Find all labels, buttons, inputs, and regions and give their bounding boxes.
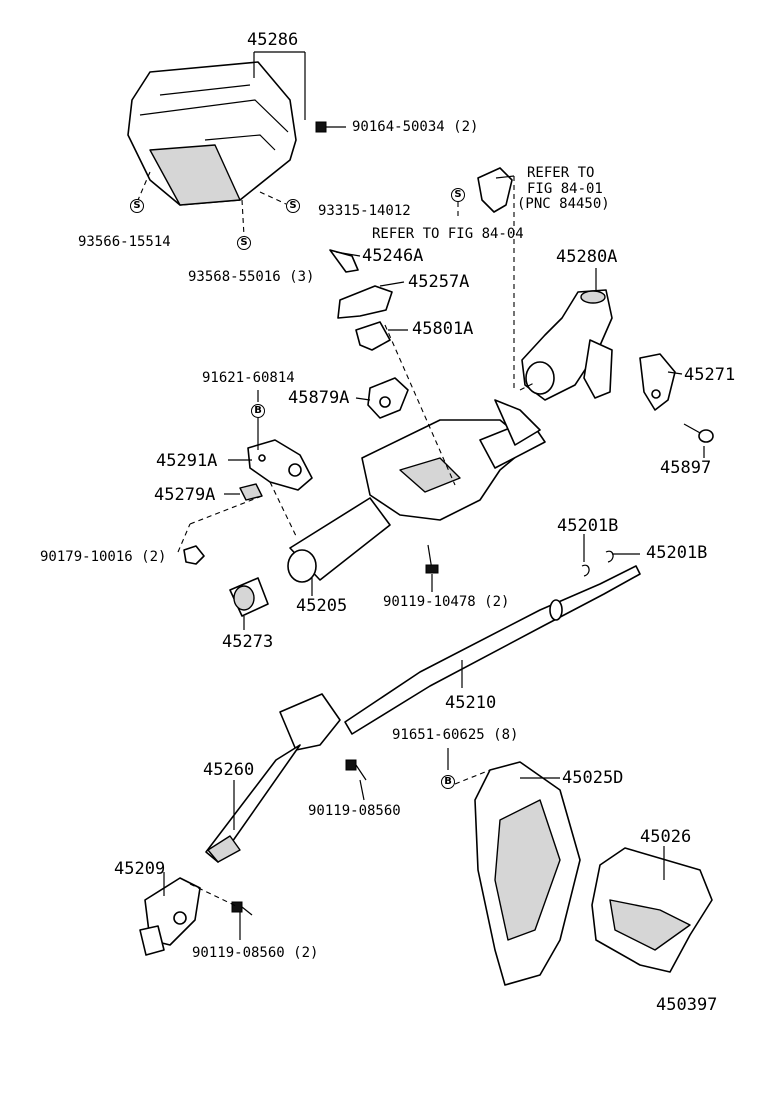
label-45025D: 45025D [562,768,624,788]
label-45291A: 45291A [156,451,218,471]
label-refer-to-1: REFER TO [527,165,595,181]
bolt-90164-illustration [315,121,346,133]
label-45201B-right: 45201B [646,543,708,563]
label-45286: 45286 [247,30,299,50]
label-45210: 45210 [445,693,497,713]
label-45280A: 45280A [556,247,618,267]
label-45273: 45273 [222,632,274,652]
label-45257A: 45257A [408,272,470,292]
b-mark-91651: B [441,775,455,789]
label-90119-08560-2: 90119-08560 (2) [192,945,319,961]
lock-parts-illustration [329,249,393,351]
leader-lines [137,51,705,940]
boot-45025D-illustration [474,761,581,986]
label-91621-60814: 91621-60814 [202,370,295,386]
label-45897: 45897 [660,458,712,478]
label-45205: 45205 [296,596,348,616]
column-tube-illustration [287,399,546,583]
bolt-90119-10478-illustration [425,544,439,574]
s-mark-93315: S [286,199,300,213]
bolt-90119-08560-2-illustration [231,901,253,916]
label-91651-60625: 91651-60625 (8) [392,727,519,743]
s-mark-refer-84-04: S [451,188,465,202]
column-cover-illustration [127,61,297,206]
label-90119-10478: 90119-10478 (2) [383,594,510,610]
label-45801A: 45801A [412,319,474,339]
b-mark-91621: B [251,404,265,418]
nut-90179-illustration [183,545,205,565]
intermediate-shaft-illustration [205,693,341,863]
part-45879A-illustration [367,377,409,419]
part-45279A-illustration [239,483,263,501]
plate-45271-illustration [639,353,676,411]
cover-45026-illustration [591,847,713,973]
label-45279A: 45279A [154,485,216,505]
label-45246A: 45246A [362,246,424,266]
label-45026: 45026 [640,827,692,847]
yoke-45209-illustration [139,877,201,956]
label-pnc-84450: (PNC 84450) [517,196,610,212]
bracket-refer-illustration [477,167,513,213]
label-45260: 45260 [203,760,255,780]
bolt-45897-illustration [683,423,714,443]
label-fig-84-01: FIG 84-01 [527,181,603,197]
label-refer-fig-84-04: REFER TO FIG 84-04 [372,226,524,242]
label-90179-10016: 90179-10016 (2) [40,549,167,565]
label-93315-14012: 93315-14012 [318,203,411,219]
label-93568-55016: 93568-55016 (3) [188,269,315,285]
s-mark-93566: S [130,199,144,213]
bushing-45273-illustration [229,577,269,617]
label-45201B-left: 45201B [557,516,619,536]
label-45209: 45209 [114,859,166,879]
s-mark-93568: S [237,236,251,250]
part-45291A-illustration [247,439,313,491]
label-90164-50034: 90164-50034 (2) [352,119,479,135]
label-90119-08560: 90119-08560 [308,803,401,819]
diagram-id: 450397 [656,995,718,1015]
column-bracket-illustration [521,289,613,401]
main-shaft-illustration [344,565,641,735]
snap-rings-illustration [581,550,614,577]
label-45271: 45271 [684,365,736,385]
label-93566-15514: 93566-15514 [78,234,171,250]
bolt-90119-08560-illustration [345,759,367,781]
label-45879A: 45879A [288,388,350,408]
